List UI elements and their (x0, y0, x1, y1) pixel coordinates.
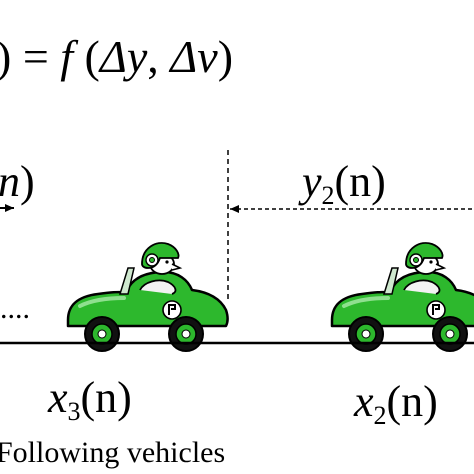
equation-arg1: Δy (98, 31, 148, 82)
dots: .... (0, 292, 30, 325)
caption: Following vehicles (0, 436, 225, 469)
equation-left: ) = (0, 31, 60, 82)
equation-arg2: Δv (168, 31, 218, 82)
position-label-x3: x3(n) (47, 373, 132, 426)
position-label-x2: x2(n) (353, 377, 438, 430)
gap-label: y2(n) (298, 157, 386, 210)
car-left (66, 240, 230, 353)
equation-open: ( (73, 31, 100, 82)
equation: ) = f (Δy, Δv) (0, 31, 233, 82)
car-right (330, 240, 474, 353)
left-gap-label: n) (0, 157, 35, 206)
equation-sep: , (147, 31, 170, 82)
equation-close: ) (218, 31, 233, 82)
